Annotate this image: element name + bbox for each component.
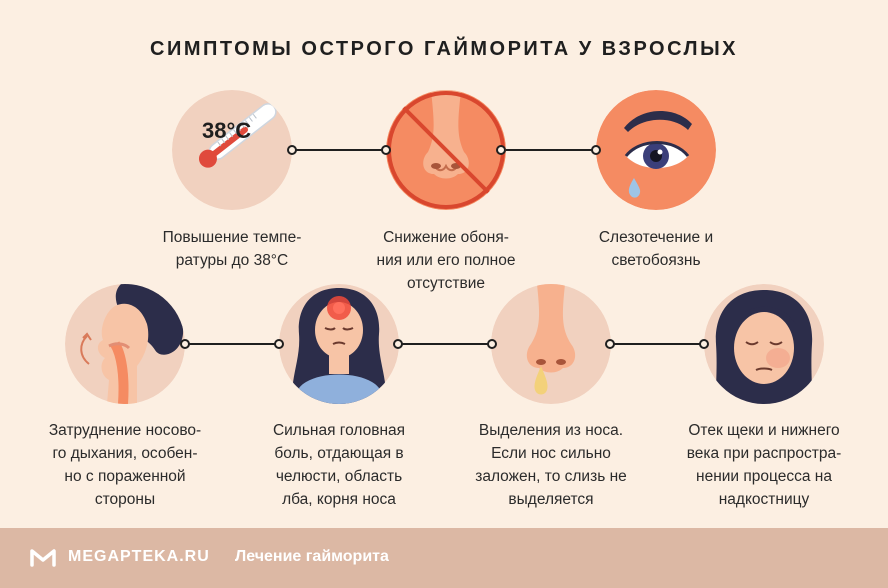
symptom-circle-smell (386, 90, 506, 210)
symptom-caption-swelling: Отек щеки и нижнего века при распростра-… (686, 422, 842, 508)
connector-dot (287, 145, 297, 155)
temperature-badge: 38°C (202, 118, 251, 143)
symptom-circle-temperature: 38°C (172, 90, 292, 210)
connector-dot (487, 339, 497, 349)
connector-row1-b (500, 149, 600, 151)
symptom-caption-eyes: Слезотечение и светобоязнь (598, 229, 714, 269)
connector-row1-a (292, 149, 392, 151)
connector-dot (393, 339, 403, 349)
crossed-nose-icon (386, 90, 506, 210)
symptom-circle-discharge (491, 284, 611, 404)
runny-nose-icon (491, 284, 611, 404)
connector-dot (605, 339, 615, 349)
teary-eye-icon (596, 90, 716, 210)
symptom-circle-eyes (596, 90, 716, 210)
connector-dot (591, 145, 601, 155)
footer-bar: MEGAPTEKA.RU Лечение гайморита (0, 528, 888, 588)
connector-row2-b (397, 343, 497, 345)
symptom-caption-temperature: Повышение темпе- ратуры до 38°C (162, 229, 302, 269)
symptom-caption-discharge: Выделения из носа. Если нос сильно залож… (475, 422, 627, 508)
connector-dot (180, 339, 190, 349)
swollen-face-icon (704, 284, 824, 404)
symptom-circle-breathing (65, 284, 185, 404)
breathing-profile-icon (65, 284, 185, 404)
symptom-circle-swelling (704, 284, 824, 404)
connector-row2-a (185, 343, 285, 345)
symptom-caption-smell: Снижение обоня- ния или его полное отсут… (376, 229, 516, 292)
connector-dot (274, 339, 284, 349)
connector-dot (496, 145, 506, 155)
connector-row2-c (610, 343, 710, 345)
thermometer-icon: 38°C (172, 90, 292, 210)
symptom-caption-breathing: Затруднение носово- го дыхания, особен- … (48, 422, 202, 508)
symptom-caption-headache: Сильная головная боль, отдающая в челюст… (272, 422, 406, 508)
connector-dot (699, 339, 709, 349)
page-title: СИМПТОМЫ ОСТРОГО ГАЙМОРИТА У ВЗРОСЛЫХ (150, 38, 738, 60)
symptom-circle-headache (279, 284, 399, 404)
connector-dot (381, 145, 391, 155)
headache-woman-icon (279, 284, 399, 404)
megapteka-logo-icon (30, 549, 56, 567)
footer-link-sinusitis-treatment[interactable]: Лечение гайморита (235, 548, 389, 565)
brand-name[interactable]: MEGAPTEKA.RU (68, 548, 210, 565)
